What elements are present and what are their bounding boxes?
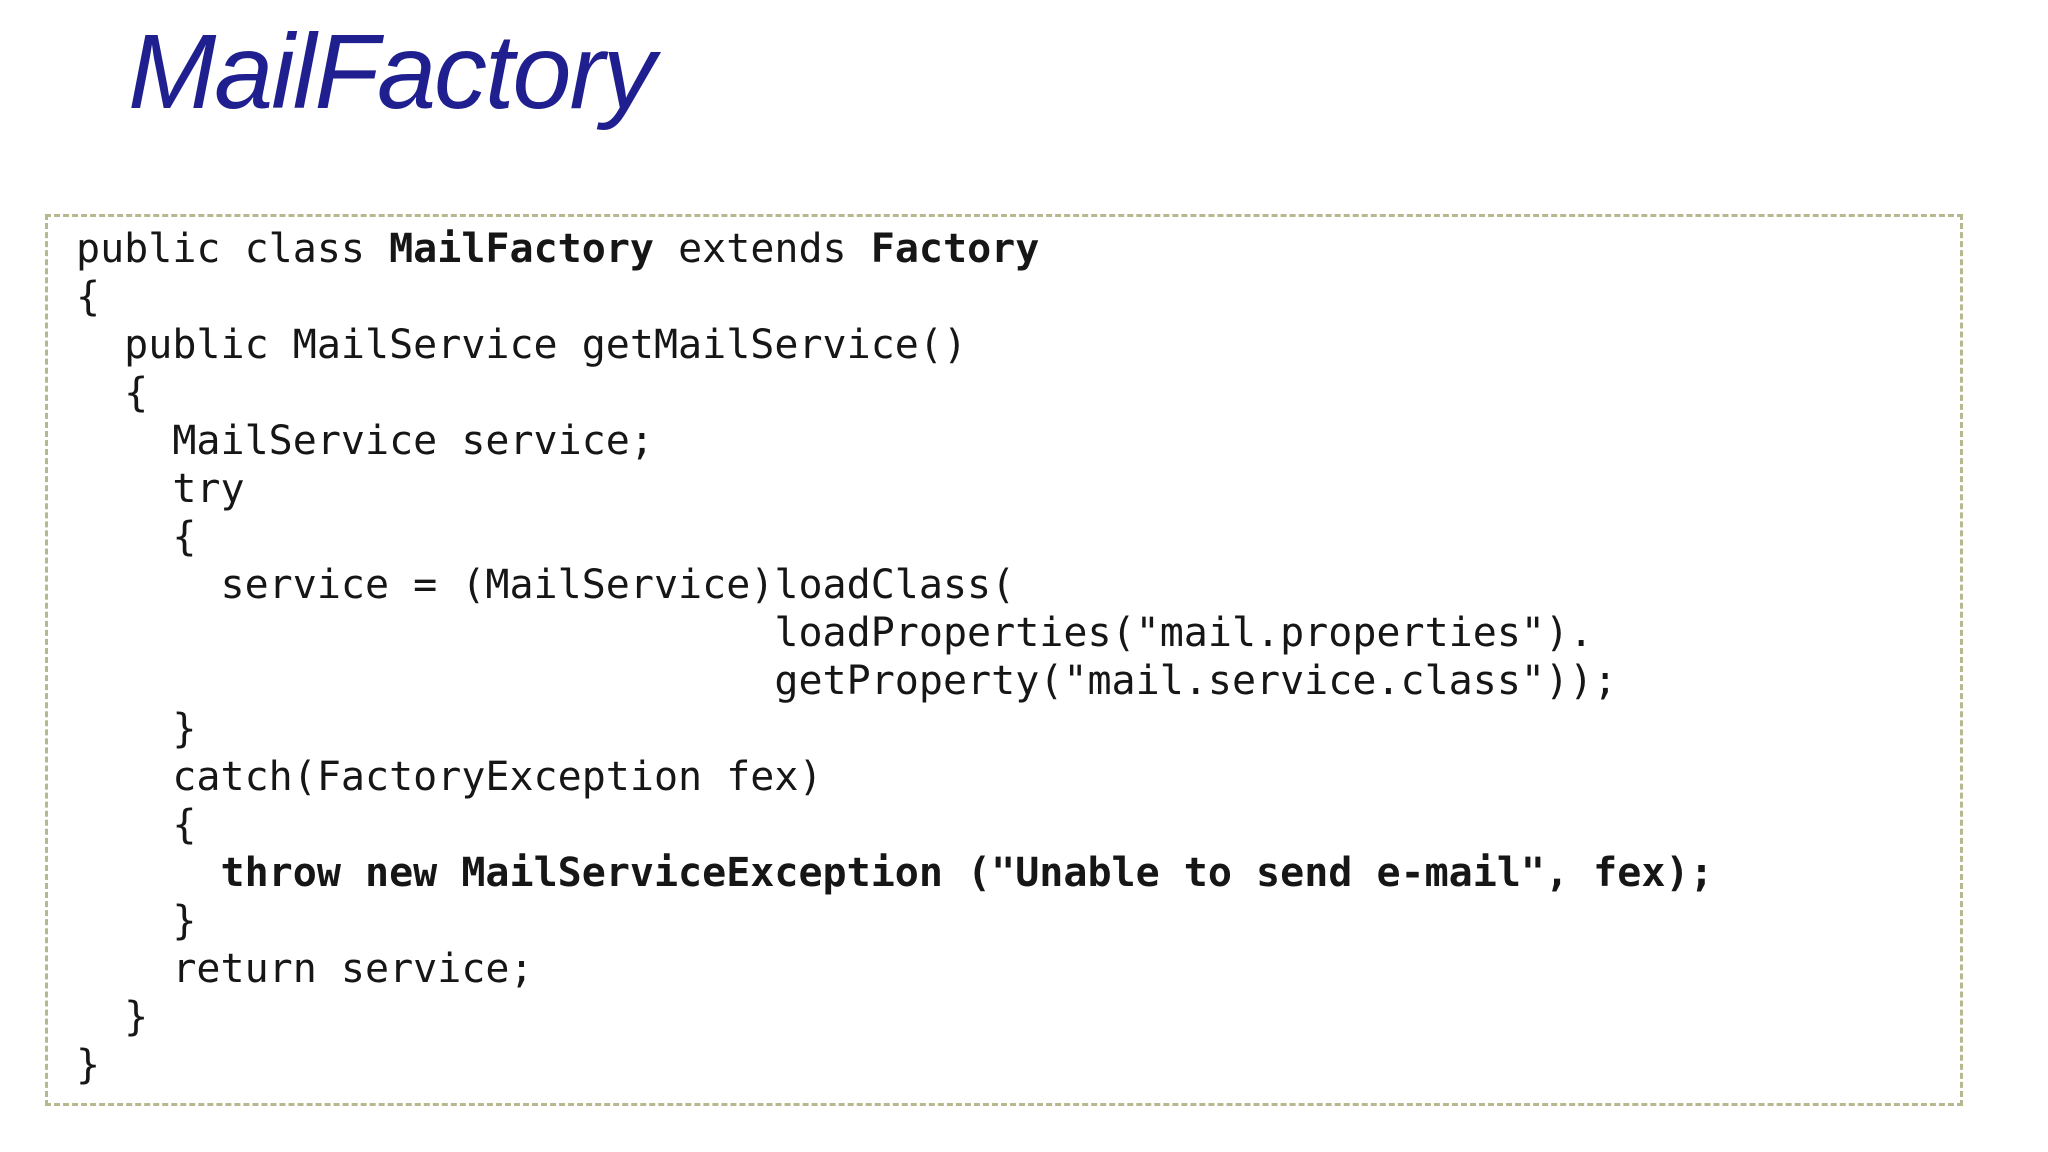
code-segment-bold: MailFactory [389,226,654,272]
code-line: public class MailFactory extends Factory [76,225,1960,273]
code-line: throw new MailServiceException ("Unable … [76,849,1960,897]
code-line: { [76,273,1960,321]
code-segment: extends [653,226,871,272]
code-segment-bold: Factory [870,226,1040,272]
code-line: catch(FactoryException fex) [76,753,1960,801]
code-segment: } [76,1042,101,1088]
code-segment: try [76,466,245,512]
code-segment: getProperty("mail.service.class")); [76,658,1618,704]
code-line: public MailService getMailService() [76,321,1960,369]
code-line: { [76,369,1960,417]
code-line: { [76,513,1960,561]
code-line: } [76,1041,1960,1089]
code-line: getProperty("mail.service.class")); [76,657,1960,705]
code-segment: public class [76,226,390,272]
code-line: service = (MailService)loadClass( [76,561,1960,609]
slide-title: MailFactory [128,13,656,131]
code-segment: service = (MailService)loadClass( [76,562,1016,608]
code-line: } [76,993,1960,1041]
code-line: } [76,705,1960,753]
code-line: try [76,465,1960,513]
code-box: public class MailFactory extends Factory… [45,214,1963,1106]
code-line: return service; [76,945,1960,993]
code-segment: catch(FactoryException fex) [76,754,823,800]
code-segment-bold: throw new MailServiceException ("Unable … [220,850,1714,896]
code-line: { [76,801,1960,849]
code-line: MailService service; [76,417,1960,465]
code-segment: { [76,370,149,416]
code-segment: } [76,994,149,1040]
code-segment: return service; [76,946,534,992]
code-segment [76,850,221,896]
code-segment: } [76,898,197,944]
code-segment: public MailService getMailService() [76,322,968,368]
code-segment: { [76,514,197,560]
code-segment: loadProperties("mail.properties"). [76,610,1594,656]
code-segment: } [76,706,197,752]
code-segment: { [76,802,197,848]
code-block: public class MailFactory extends Factory… [48,217,1960,1089]
code-segment: MailService service; [76,418,654,464]
code-segment: { [76,274,101,320]
code-line: loadProperties("mail.properties"). [76,609,1960,657]
code-line: } [76,897,1960,945]
